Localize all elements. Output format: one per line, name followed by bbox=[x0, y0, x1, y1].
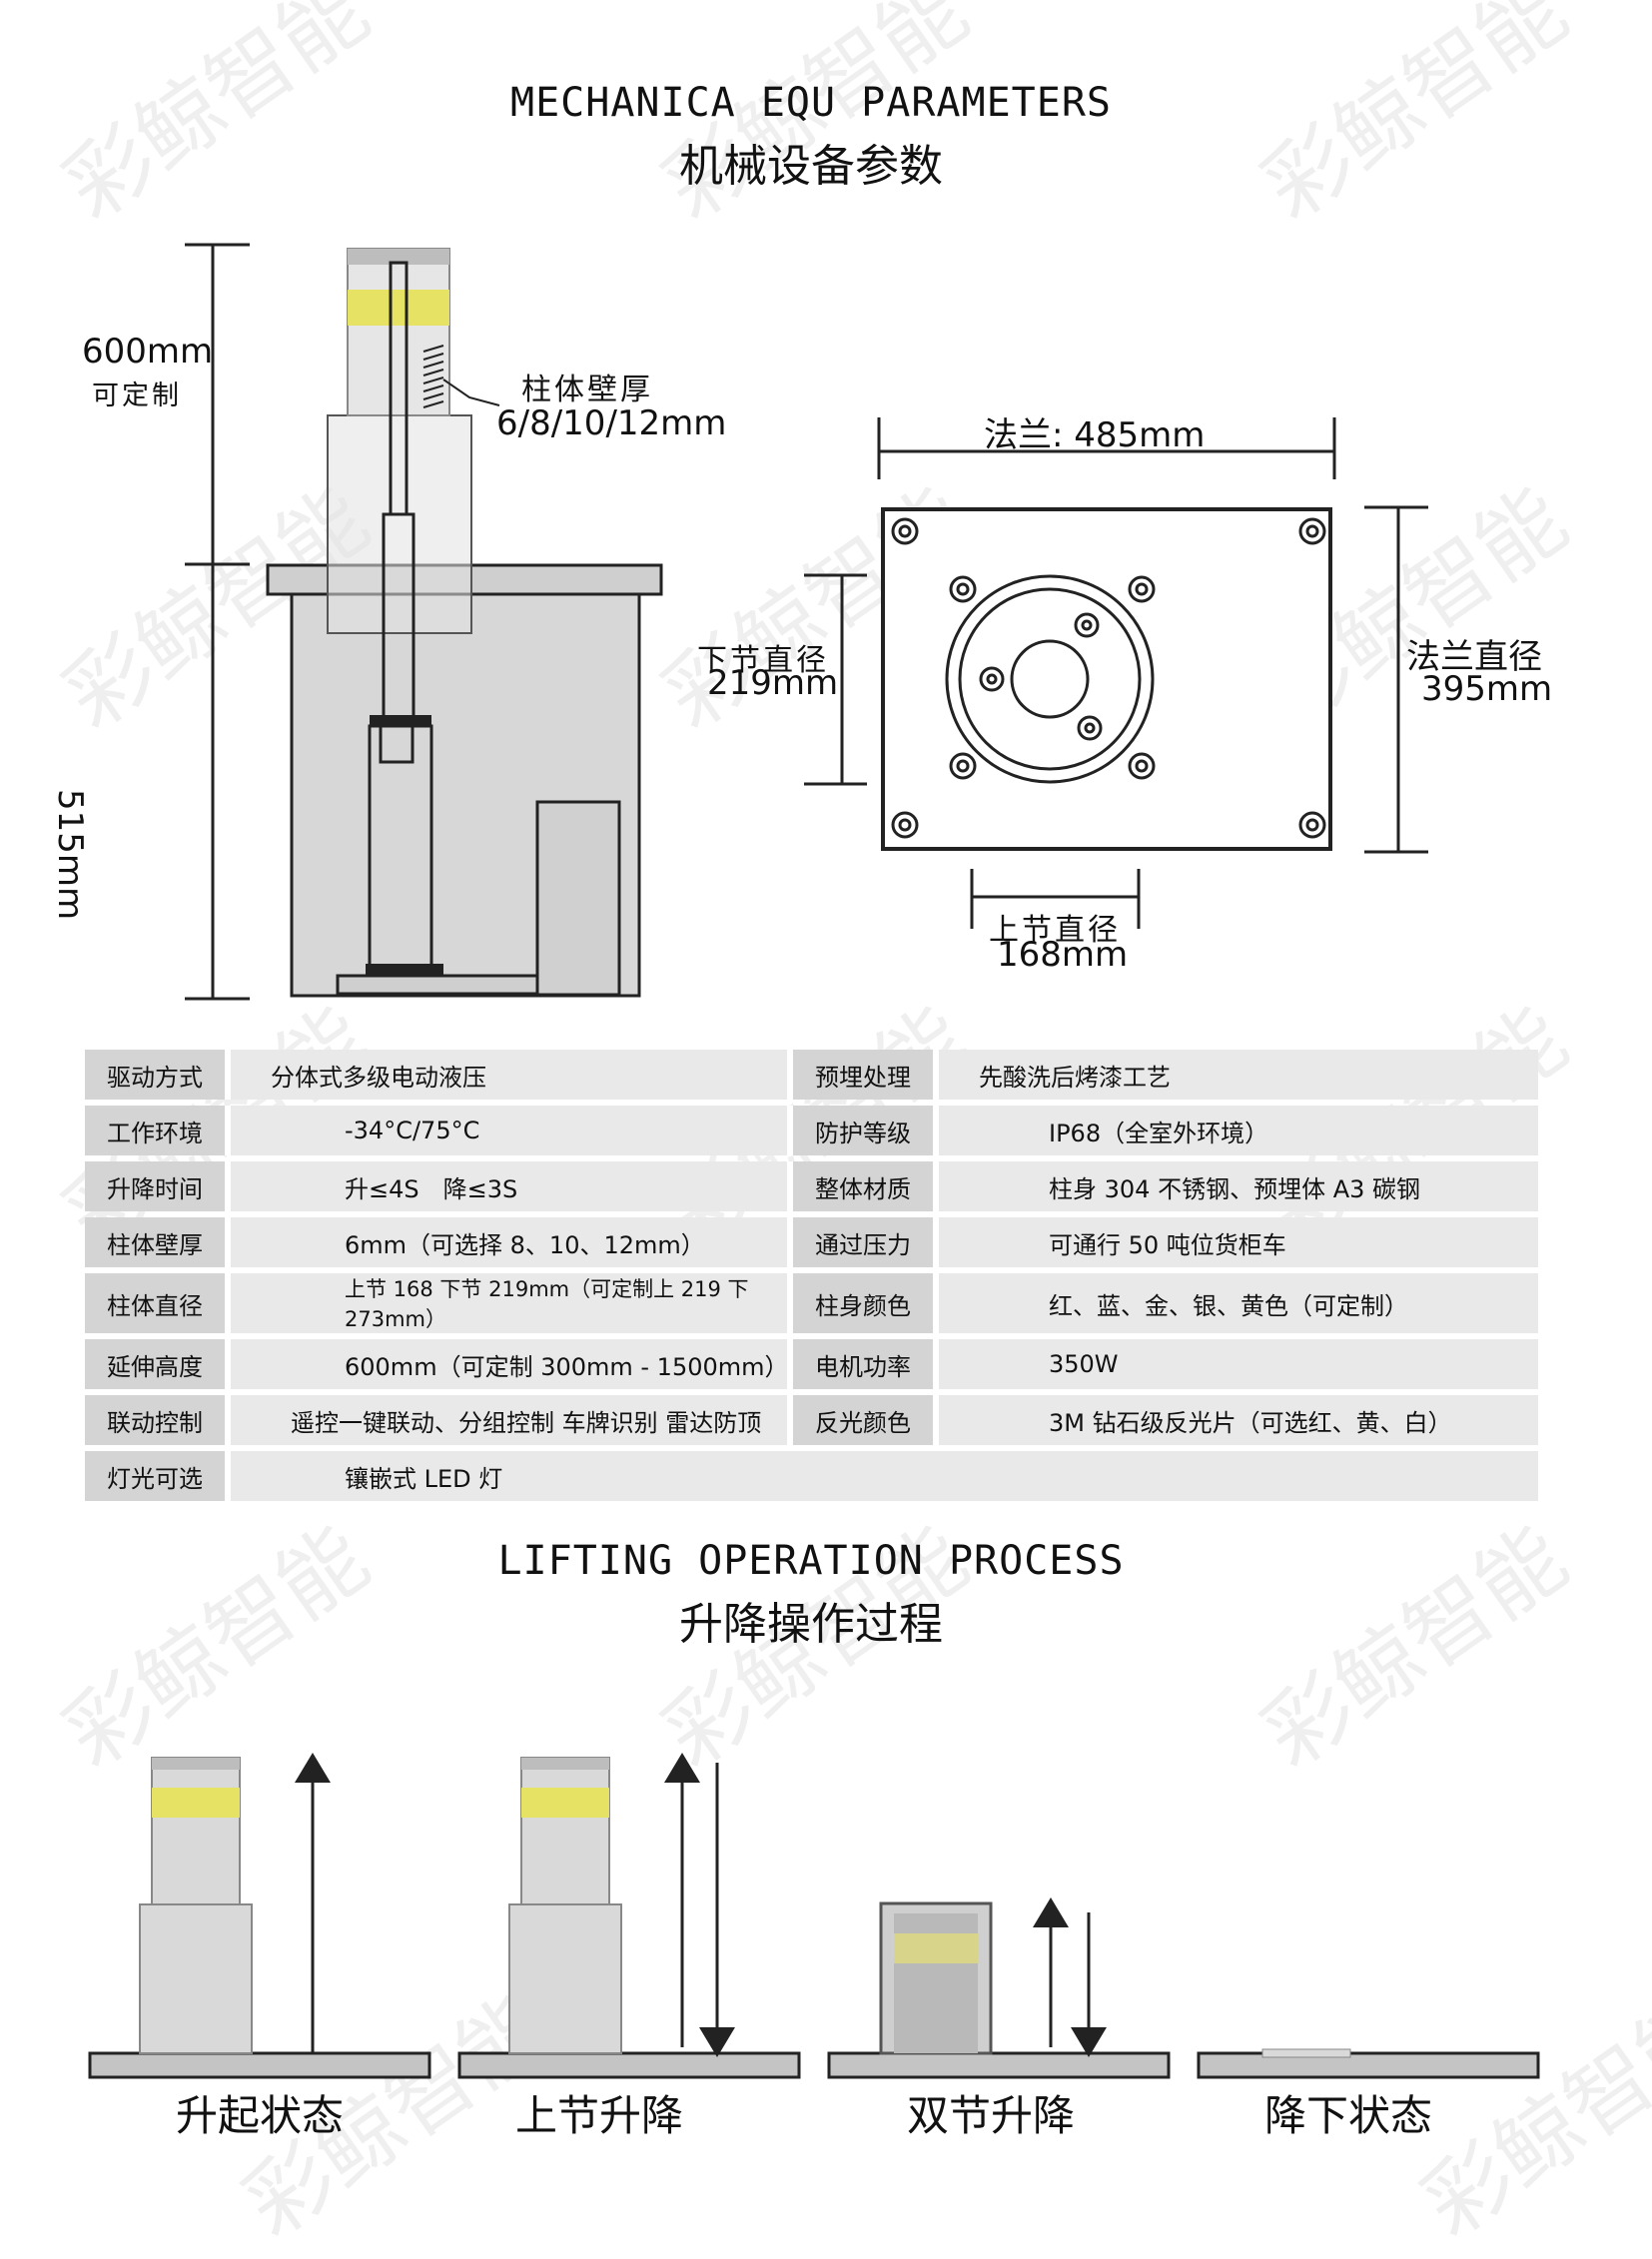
table-row: 柱体直径 上节 168 下节 219mm（可定制上 219 下 273mm） 柱… bbox=[85, 1273, 1538, 1333]
table-row: 联动控制 遥控一键联动、分组控制 车牌识别 雷达防顶 反光颜色 3M 钻石级反光… bbox=[85, 1395, 1538, 1445]
spec-key: 灯光可选 bbox=[85, 1451, 225, 1501]
spec-value: 先酸洗后烤漆工艺 bbox=[939, 1050, 1538, 1100]
process-title-cn: 升降操作过程 bbox=[679, 1599, 943, 1650]
section-title-cn: 机械设备参数 bbox=[679, 141, 943, 192]
spec-key: 通过压力 bbox=[793, 1217, 933, 1267]
spec-key: 防护等级 bbox=[793, 1106, 933, 1155]
upper-diameter-value: 168mm bbox=[997, 935, 1129, 975]
spec-key: 驱动方式 bbox=[85, 1050, 225, 1100]
flange-diameter-value: 395mm bbox=[1421, 669, 1553, 709]
spec-value: 3M 钻石级反光片（可选红、黄、白） bbox=[939, 1395, 1538, 1445]
flange-diameter-label: 法兰直径 bbox=[1406, 637, 1542, 677]
spec-key: 预埋处理 bbox=[793, 1050, 933, 1100]
table-row: 延伸高度 600mm（可定制 300mm - 1500mm） 电机功率 350W bbox=[85, 1339, 1538, 1389]
spec-value: 遥控一键联动、分组控制 车牌识别 雷达防顶 bbox=[231, 1395, 787, 1445]
spec-key: 反光颜色 bbox=[793, 1395, 933, 1445]
table-row: 升降时间 升≤4S 降≤3S 整体材质 柱身 304 不锈钢、预埋体 A3 碳钢 bbox=[85, 1161, 1538, 1211]
state-double-lift-label: 双节升降 bbox=[906, 2091, 1075, 2140]
spec-key: 联动控制 bbox=[85, 1395, 225, 1445]
spec-key: 柱体直径 bbox=[85, 1273, 225, 1333]
spec-key: 柱体壁厚 bbox=[85, 1217, 225, 1267]
spec-key: 电机功率 bbox=[793, 1339, 933, 1389]
table-row: 灯光可选 镶嵌式 LED 灯 bbox=[85, 1451, 1538, 1501]
spec-value: 分体式多级电动液压 bbox=[231, 1050, 787, 1100]
section-title-en: MECHANICA EQU PARAMETERS bbox=[510, 80, 1112, 126]
table-row: 柱体壁厚 6mm（可选择 8、10、12mm） 通过压力 可通行 50 吨位货柜… bbox=[85, 1217, 1538, 1267]
spec-value: 柱身 304 不锈钢、预埋体 A3 碳钢 bbox=[939, 1161, 1538, 1211]
spec-table: 驱动方式 分体式多级电动液压 预埋处理 先酸洗后烤漆工艺 工作环境 -34°C/… bbox=[85, 1044, 1538, 1507]
spec-value: -34°C/75°C bbox=[231, 1106, 787, 1155]
flange-width-value: 法兰: 485mm bbox=[984, 415, 1206, 455]
height-dimension-note: 可定制 bbox=[92, 380, 182, 411]
process-title-en: LIFTING OPERATION PROCESS bbox=[497, 1538, 1125, 1584]
spec-value: 升≤4S 降≤3S bbox=[231, 1161, 787, 1211]
state-lowered-label: 降下状态 bbox=[1263, 2091, 1432, 2140]
table-row: 工作环境 -34°C/75°C 防护等级 IP68（全室外环境） bbox=[85, 1106, 1538, 1155]
spec-value: 上节 168 下节 219mm（可定制上 219 下 273mm） bbox=[231, 1273, 787, 1333]
spec-value: 镶嵌式 LED 灯 bbox=[231, 1451, 1538, 1501]
lower-diameter-label: 下节直径 bbox=[697, 643, 829, 678]
spec-key: 升降时间 bbox=[85, 1161, 225, 1211]
spec-value: 红、蓝、金、银、黄色（可定制） bbox=[939, 1273, 1538, 1333]
spec-key: 整体材质 bbox=[793, 1161, 933, 1211]
spec-key: 柱身颜色 bbox=[793, 1273, 933, 1333]
spec-value: IP68（全室外环境） bbox=[939, 1106, 1538, 1155]
table-row: 驱动方式 分体式多级电动液压 预埋处理 先酸洗后烤漆工艺 bbox=[85, 1050, 1538, 1100]
bollard-section-diagram bbox=[185, 243, 663, 1001]
spec-value: 350W bbox=[939, 1339, 1538, 1389]
wall-thickness-label: 柱体壁厚 bbox=[521, 373, 653, 407]
state-raised-label: 升起状态 bbox=[175, 2091, 344, 2140]
spec-value: 600mm（可定制 300mm - 1500mm） bbox=[231, 1339, 789, 1389]
process-illustrations bbox=[88, 1753, 1540, 2079]
spec-key: 工作环境 bbox=[85, 1106, 225, 1155]
lower-diameter-value: 219mm bbox=[707, 663, 839, 703]
height-dimension-value: 600mm bbox=[82, 332, 214, 372]
spec-key: 延伸高度 bbox=[85, 1339, 225, 1389]
spec-value: 6mm（可选择 8、10、12mm） bbox=[231, 1217, 787, 1267]
spec-value: 可通行 50 吨位货柜车 bbox=[939, 1217, 1538, 1267]
wall-thickness-value: 6/8/10/12mm bbox=[496, 403, 727, 443]
flange-plan-diagram bbox=[804, 417, 1428, 929]
state-upper-lift-label: 上节升降 bbox=[514, 2091, 683, 2140]
upper-diameter-label: 上节直径 bbox=[989, 913, 1121, 948]
